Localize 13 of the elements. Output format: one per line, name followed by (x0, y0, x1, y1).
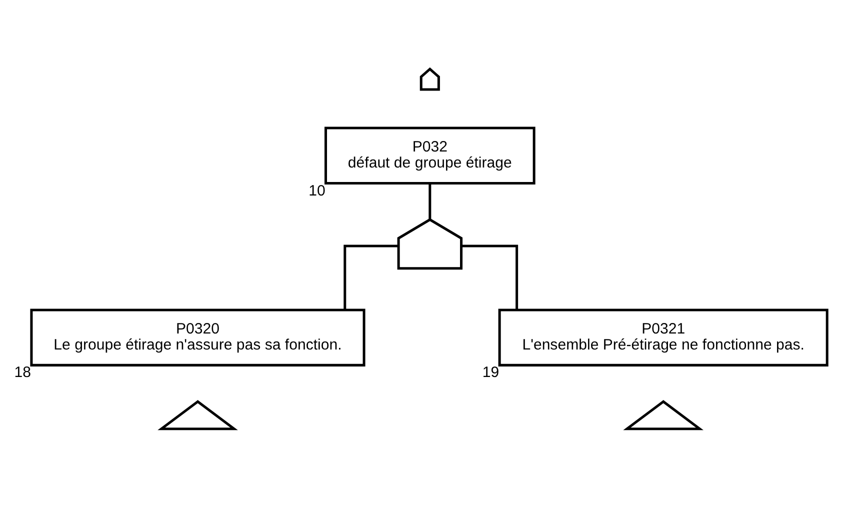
connector (344, 244, 398, 310)
node-box: P0320 Le groupe étirage n'assure pas sa fonction. (30, 308, 366, 366)
node-gate (397, 218, 463, 270)
node-label: 10 (308, 182, 326, 200)
node-box: P032 défaut de groupe étirage (324, 126, 536, 184)
node-label: 18 (14, 364, 32, 382)
connector (428, 184, 432, 220)
node-box: P0321 L'ensemble Pré-étirage ne fonctionne pas. (498, 308, 828, 366)
node-triangle (623, 400, 704, 430)
node-label: 19 (482, 364, 500, 382)
connector (461, 244, 518, 310)
node-triangle (158, 400, 238, 430)
node-arrow (420, 67, 440, 91)
